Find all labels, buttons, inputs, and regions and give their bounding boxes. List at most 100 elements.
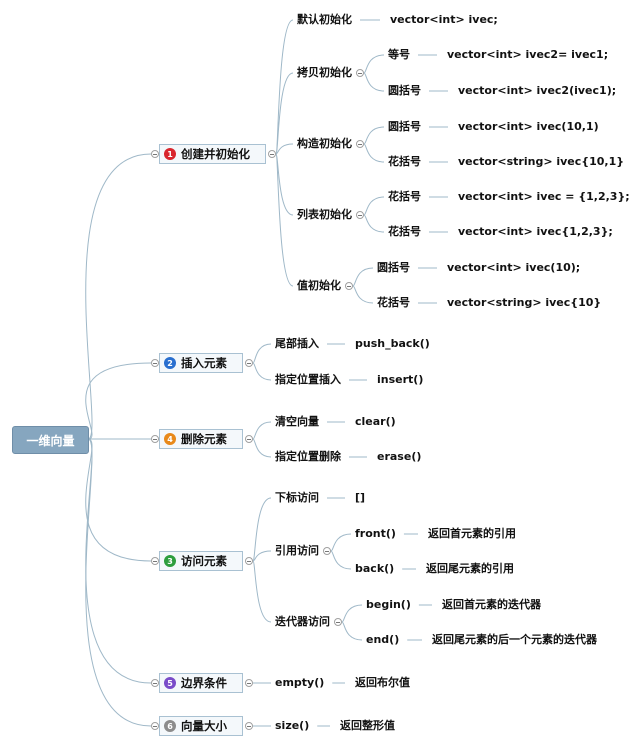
collapse-toggle[interactable] (245, 722, 253, 730)
collapse-toggle[interactable] (323, 547, 331, 555)
collapse-toggle[interactable] (151, 722, 159, 730)
collapse-toggle[interactable] (356, 69, 364, 77)
collapse-toggle[interactable] (268, 150, 276, 158)
leaf-node[interactable]: vector<string> ivec{10} (447, 296, 602, 309)
collapse-toggle[interactable] (245, 557, 253, 565)
subtopic-node[interactable]: end() (366, 633, 400, 646)
leaf-node[interactable]: push_back() (355, 337, 430, 350)
topic-node[interactable]: 清空向量 (275, 415, 319, 428)
collapse-toggle[interactable] (245, 679, 253, 687)
branch-node[interactable]: 1 创建并初始化 (159, 144, 266, 164)
connector-curve (252, 560, 272, 623)
subtopic-node[interactable]: begin() (366, 598, 411, 611)
connector-lines (85, 19, 448, 727)
leaf-node[interactable]: vector<int> ivec(10); (447, 261, 581, 274)
topic-node[interactable]: 尾部插入 (275, 337, 319, 350)
connector-curve (275, 72, 294, 155)
branch-node[interactable]: 2 插入元素 (159, 353, 243, 373)
priority-badge: 5 (164, 677, 176, 689)
branch-label: 删除元素 (181, 432, 227, 446)
leaf-node[interactable]: 返回整形值 (340, 719, 395, 732)
connector-curve (85, 362, 152, 440)
topic-node[interactable]: 迭代器访问 (275, 615, 330, 628)
topic-node[interactable]: empty() (275, 676, 325, 689)
leaf-node[interactable]: vector<int> ivec2= ivec1; (447, 48, 609, 61)
leaf-node[interactable]: clear() (355, 415, 396, 428)
connector-curve (341, 604, 363, 623)
branch-node[interactable]: 4 删除元素 (159, 429, 243, 449)
topic-node[interactable]: 下标访问 (275, 491, 319, 504)
subtopic-node[interactable]: 圆括号 (388, 120, 421, 133)
branch-label: 访问元素 (181, 554, 227, 568)
collapse-toggle[interactable] (151, 150, 159, 158)
leaf-node[interactable]: vector<string> ivec{10,1} (458, 155, 625, 168)
leaf-node[interactable]: 返回尾元素的引用 (426, 562, 514, 575)
subtopic-node[interactable]: 花括号 (377, 296, 410, 309)
connector-curve (330, 550, 352, 570)
leaf-node[interactable]: vector<int> ivec(10,1) (458, 120, 599, 133)
topic-node[interactable]: 默认初始化 (297, 13, 352, 26)
priority-badge: 4 (164, 433, 176, 445)
topic-node[interactable]: 拷贝初始化 (297, 66, 352, 79)
topic-node[interactable]: 引用访问 (275, 544, 319, 557)
connector-curve (85, 153, 152, 440)
connector-curve (363, 72, 385, 92)
topic-node[interactable]: 构造初始化 (297, 137, 352, 150)
topic-node[interactable]: 指定位置插入 (275, 373, 341, 386)
branch-label: 向量大小 (181, 719, 227, 733)
root-node[interactable]: 一维向量 (12, 426, 89, 454)
topic-node[interactable]: size() (275, 719, 310, 732)
branch-label: 插入元素 (181, 356, 227, 370)
connector-curve (363, 196, 385, 216)
leaf-node[interactable]: [] (355, 491, 366, 504)
subtopic-node[interactable]: 等号 (388, 48, 410, 61)
connector-curve (252, 362, 272, 381)
connector-curve (252, 550, 272, 562)
leaf-node[interactable]: 返回首元素的迭代器 (442, 598, 541, 611)
collapse-toggle[interactable] (334, 618, 342, 626)
priority-badge: 1 (164, 148, 176, 160)
collapse-toggle[interactable] (356, 211, 364, 219)
branch-node[interactable]: 3 访问元素 (159, 551, 243, 571)
branch-label: 边界条件 (181, 676, 227, 690)
subtopic-node[interactable]: 花括号 (388, 225, 421, 238)
connector-curve (252, 343, 272, 364)
leaf-node[interactable]: insert() (377, 373, 424, 386)
subtopic-node[interactable]: 圆括号 (377, 261, 410, 274)
priority-badge: 2 (164, 357, 176, 369)
subtopic-node[interactable]: 圆括号 (388, 84, 421, 97)
leaf-node[interactable]: 返回布尔值 (355, 676, 410, 689)
leaf-node[interactable]: vector<int> ivec; (390, 13, 498, 26)
subtopic-node[interactable]: 花括号 (388, 190, 421, 203)
collapse-toggle[interactable] (151, 679, 159, 687)
branch-node[interactable]: 5 边界条件 (159, 673, 243, 693)
leaf-node[interactable]: vector<int> ivec = {1,2,3}; (458, 190, 630, 203)
leaf-node[interactable]: erase() (377, 450, 422, 463)
leaf-node[interactable]: 返回首元素的引用 (428, 527, 516, 540)
leaf-node[interactable]: vector<int> ivec{1,2,3}; (458, 225, 613, 238)
connector-curve (330, 533, 352, 552)
collapse-toggle[interactable] (151, 359, 159, 367)
collapse-toggle[interactable] (151, 435, 159, 443)
priority-badge: 3 (164, 555, 176, 567)
connector-curve (363, 214, 385, 233)
topic-node[interactable]: 列表初始化 (297, 208, 352, 221)
collapse-toggle[interactable] (356, 140, 364, 148)
collapse-toggle[interactable] (151, 557, 159, 565)
connector-curve (275, 153, 294, 287)
connector-curve (275, 153, 294, 216)
collapse-toggle[interactable] (245, 359, 253, 367)
topic-node[interactable]: 值初始化 (297, 279, 341, 292)
collapse-toggle[interactable] (345, 282, 353, 290)
branch-label: 创建并初始化 (181, 147, 250, 161)
leaf-node[interactable]: vector<int> ivec2(ivec1); (458, 84, 617, 97)
subtopic-node[interactable]: front() (355, 527, 396, 540)
subtopic-node[interactable]: back() (355, 562, 395, 575)
collapse-toggle[interactable] (245, 435, 253, 443)
topic-node[interactable]: 指定位置删除 (275, 450, 341, 463)
subtopic-node[interactable]: 花括号 (388, 155, 421, 168)
connector-curve (252, 497, 272, 562)
leaf-node[interactable]: 返回尾元素的后一个元素的迭代器 (432, 633, 597, 646)
connector-curve (363, 54, 385, 74)
